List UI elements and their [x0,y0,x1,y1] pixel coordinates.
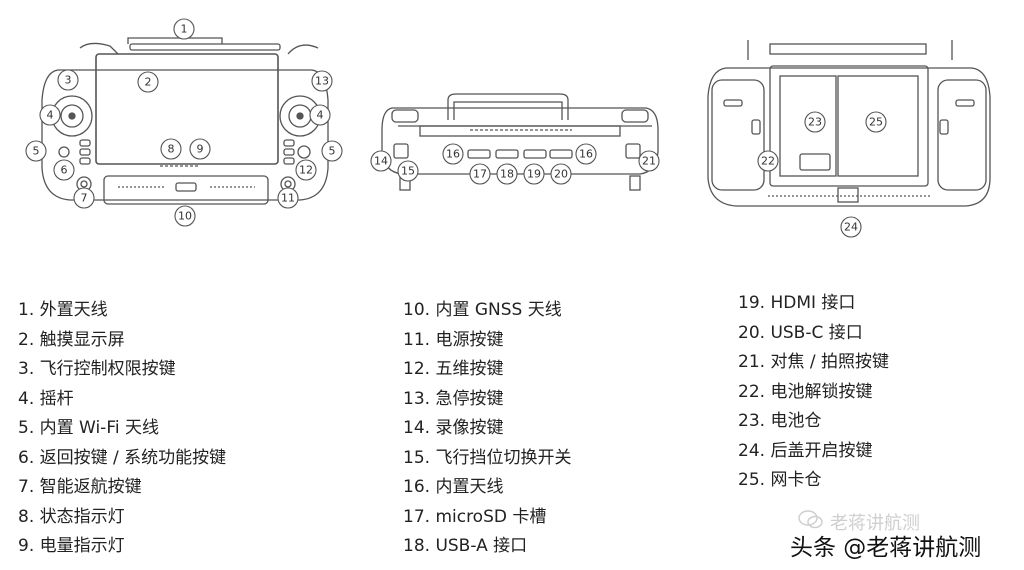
legend-item: 4. 摇杆 [18,388,74,409]
svg-text:4: 4 [47,109,54,122]
legend-item: 10. 内置 GNSS 天线 [403,300,562,320]
legend-item: 3. 飞行控制权限按键 [18,359,176,379]
callout-7: 7 [73,187,95,209]
callout-16-right: 16 [575,143,597,165]
legend-item: 13. 急停按键 [403,388,504,409]
callout-24: 24 [840,216,862,238]
legend-item: 22. 电池解锁按键 [738,381,873,402]
legend-item: 21. 对焦 / 拍照按键 [738,352,889,372]
callout-2: 2 [137,71,159,93]
svg-text:2: 2 [145,76,152,89]
svg-text:10: 10 [178,210,192,223]
svg-text:15: 15 [401,165,415,178]
legend-column-1: 1. 外置天线 2. 触摸显示屏 3. 飞行控制权限按键 4. 摇杆 5. 内置… [18,296,226,562]
bottom-view [381,93,659,191]
callout-3: 3 [57,69,79,91]
legend-item: 9. 电量指示灯 [18,536,125,556]
legend-item: 14. 录像按键 [403,418,504,438]
svg-text:13: 13 [315,75,329,88]
callout-23: 23 [804,111,826,133]
svg-text:25: 25 [869,116,883,129]
svg-text:3: 3 [65,74,72,87]
legend-item: 20. USB-C 接口 [738,322,863,343]
legend-item: 1. 外置天线 [18,300,108,320]
legend-item: 25. 网卡仓 [738,470,822,490]
callout-4-right: 4 [309,104,331,126]
svg-text:4: 4 [317,109,324,122]
callout-21: 21 [638,150,660,172]
back-view [707,40,991,207]
svg-text:6: 6 [61,164,68,177]
svg-text:24: 24 [844,221,858,234]
legend-item: 12. 五维按键 [403,359,504,379]
callout-25: 25 [865,111,887,133]
callout-9: 9 [189,138,211,160]
callout-15: 15 [397,160,419,182]
watermark-main: 头条 @老蒋讲航测 [790,535,982,561]
svg-text:7: 7 [81,192,88,205]
legend-item: 23. 电池仓 [738,411,822,431]
svg-text:21: 21 [642,155,656,168]
callout-22: 22 [757,150,779,172]
legend-item: 15. 飞行挡位切换开关 [403,447,572,468]
callout-17: 17 [469,163,491,185]
svg-text:11: 11 [281,192,295,205]
front-view [41,37,329,205]
legend-item: 2. 触摸显示屏 [18,329,125,350]
callout-1: 1 [173,18,195,40]
wechat-icon [798,510,823,529]
legend-item: 8. 状态指示灯 [18,506,125,527]
callout-18: 18 [496,163,518,185]
callout-12: 12 [295,159,317,181]
legend-column-2: 10. 内置 GNSS 天线 11. 电源按键 12. 五维按键 13. 急停按… [403,296,571,562]
callout-16-left: 16 [442,143,464,165]
svg-text:16: 16 [579,148,593,161]
legend-item: 7. 智能返航按键 [18,477,142,497]
svg-text:8: 8 [168,143,175,156]
callout-19: 19 [523,163,545,185]
legend-item: 18. USB-A 接口 [403,536,528,556]
legend-item: 6. 返回按键 / 系统功能按键 [18,447,227,468]
legend-item: 16. 内置天线 [403,477,504,497]
callout-6: 6 [53,159,75,181]
watermark-faint: 老蒋讲航测 [830,513,920,534]
legend-item: 5. 内置 Wi-Fi 天线 [18,418,159,438]
svg-text:12: 12 [299,164,313,177]
svg-text:19: 19 [527,168,541,181]
legend-item: 17. microSD 卡槽 [403,506,547,527]
legend-column-3: 19. HDMI 接口 20. USB-C 接口 21. 对焦 / 拍照按键 2… [738,289,889,496]
legend-item: 19. HDMI 接口 [738,293,856,313]
callout-4-left: 4 [39,104,61,126]
svg-text:18: 18 [500,168,514,181]
svg-text:1: 1 [181,23,188,36]
callout-5-right: 5 [321,140,343,162]
callout-20: 20 [550,163,572,185]
callout-13: 13 [311,70,333,92]
legend-item: 11. 电源按键 [403,329,504,350]
callout-8: 8 [160,138,182,160]
svg-text:16: 16 [446,148,460,161]
legend-item: 24. 后盖开启按键 [738,440,873,461]
svg-text:22: 22 [761,155,775,168]
callout-11: 11 [277,187,299,209]
svg-text:23: 23 [808,116,822,129]
svg-text:14: 14 [374,155,388,168]
callout-10: 10 [174,205,196,227]
callout-5-left: 5 [25,140,47,162]
svg-text:9: 9 [197,143,204,156]
svg-text:5: 5 [33,145,40,158]
svg-text:17: 17 [473,168,487,181]
controller-diagram: 1 2 3 4 4 5 6 7 8 9 10 11 12 13 5 14 15 … [25,18,991,238]
svg-text:20: 20 [554,168,568,181]
callout-14: 14 [370,150,392,172]
svg-text:5: 5 [329,145,336,158]
